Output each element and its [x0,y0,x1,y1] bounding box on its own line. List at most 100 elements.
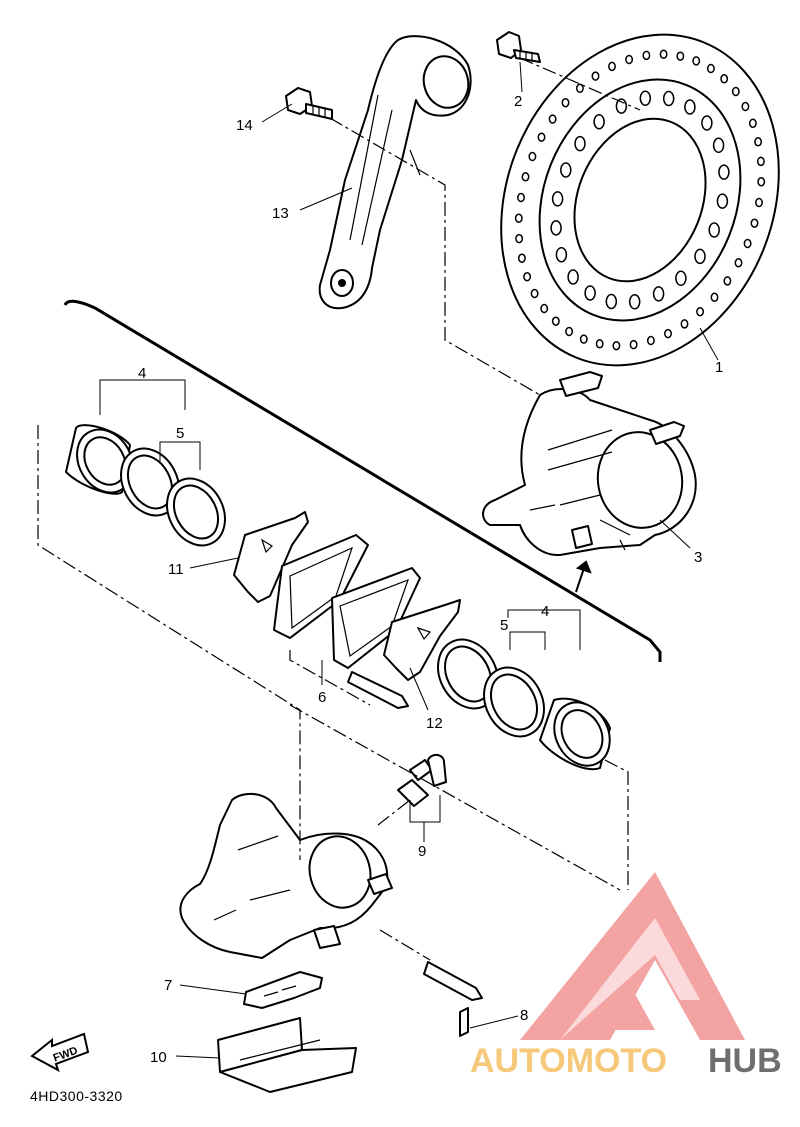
disc-hole [720,74,729,84]
disc-hole [551,316,560,326]
callout-4-left: 4 [138,365,146,382]
callout-3: 3 [694,549,702,566]
group-separator-line [63,299,662,662]
disc-hole [712,137,725,154]
disc-hole [517,192,525,203]
disc-hole [731,86,740,97]
seal-right-2 [483,666,545,738]
pad-guard [217,1017,357,1093]
disc-hole [692,56,701,66]
seal-right-1 [437,638,499,710]
pad-pin [347,671,409,709]
disc-hole [517,253,526,263]
disc-hole [652,286,665,302]
piston-right [539,697,611,771]
disc-hole [514,213,523,223]
callout-9: 9 [418,843,426,860]
disc-hole [560,162,572,178]
disc-hole [718,164,730,180]
pad-spring [243,971,323,1009]
callout-8: 8 [520,1007,528,1024]
disc-hole [521,172,530,182]
disc-hole [550,220,562,236]
callout-14: 14 [236,117,253,134]
disc-hole [639,90,652,106]
callout-11: 11 [168,561,184,578]
disc-hole [675,270,687,287]
disc-hole [567,269,579,285]
disc-hole [716,193,729,209]
seal-left-1 [120,447,180,517]
disc-hole [625,54,634,65]
disc-hole [555,246,568,263]
callout-labels: 1 2 3 4 4 5 5 6 7 8 9 10 11 12 13 14 [138,93,723,1066]
callout-4-right: 4 [541,603,549,620]
caliper-assembly [482,371,697,557]
disc-hole [612,340,621,351]
disc-hole [743,238,752,249]
disc-hole [615,98,628,114]
diagram-code: 4HD300-3320 [30,1088,123,1104]
callout-13: 13 [272,205,289,222]
caliper-bracket [318,35,472,310]
disc-hole [575,83,584,94]
disc-hole [659,49,668,60]
disc-hole [548,114,557,124]
disc-hole [754,137,763,147]
disc-hole [701,115,713,131]
bleed-screw-set [397,754,447,807]
brake-disc [500,33,780,367]
disc-hole [565,326,574,337]
disc-hole [646,335,655,346]
disc-hole [551,191,564,207]
disc-hole [662,90,675,107]
disc-hole [708,222,720,238]
leader-lines [99,61,719,1059]
retaining-clip [459,1007,469,1037]
disc-hole [628,294,641,310]
disc-hole [561,97,570,108]
disc-hole [629,339,638,350]
disc-hole [515,233,524,244]
pad-shim-right [383,599,461,681]
watermark-text-part1: AUTOMOTO [470,1042,667,1080]
disc-hole [710,292,719,303]
disc-hole [579,334,588,344]
disc-hole [755,197,763,208]
direction-arrow [575,560,592,593]
watermark-text-part2: HUB [708,1042,782,1080]
caliper-pin [423,961,483,1001]
disc-hole [676,51,685,61]
disc-hole [734,258,743,268]
disc-hole [757,177,766,187]
disc-hole [591,71,600,81]
bracket-bolt [285,87,333,120]
disc-hole [605,293,618,310]
disc-hole [750,218,759,228]
callout-1: 1 [715,359,723,376]
disc-hole [741,101,750,112]
disc-hole [540,303,549,314]
disc-hole [664,328,672,339]
piston-left [65,424,134,495]
disc-hole [608,61,616,72]
disc-hole [537,132,546,142]
callout-5-right: 5 [500,617,508,634]
disc-hole [574,135,586,152]
disc-hole [523,271,532,282]
disc-hole [696,306,705,317]
callout-5-left: 5 [176,425,184,442]
watermark-logo-icon [520,872,745,1040]
disc-hole [593,113,605,130]
callout-10: 10 [150,1049,167,1066]
seal-left-2 [166,477,226,547]
disc-hole [748,118,757,129]
disc-hole [756,156,765,167]
disc-hole [706,63,715,74]
callout-6: 6 [318,689,326,706]
disc-hole [723,276,732,286]
caliper-body [179,792,393,959]
disc-bolt [496,31,541,63]
disc-hole [684,99,696,115]
callout-7: 7 [164,977,172,994]
